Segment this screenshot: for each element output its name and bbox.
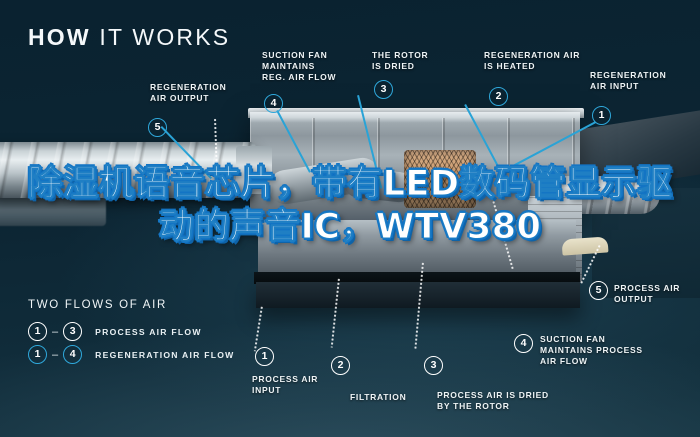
- duct-lower-left: [0, 196, 106, 226]
- marker-3-rotor-is-dried[interactable]: 3: [374, 80, 393, 99]
- callout-process-air-dried-label: PROCESS AIR IS DRIED BY THE ROTOR: [437, 390, 549, 412]
- callout-suction-fan-regeneration-label: SUCTION FAN MAINTAINS REG. AIR FLOW: [262, 50, 337, 83]
- legend-title: TWO FLOWS OF AIR: [28, 299, 168, 311]
- legend-row-process-air-flow: 1 – 3 PROCESS AIR FLOW: [28, 320, 235, 343]
- marker-5-regeneration-air-output[interactable]: 5: [148, 118, 167, 137]
- marker-1-process-air-input[interactable]: 1: [255, 347, 274, 366]
- legend-row-regeneration-air-flow: 1 – 4 REGENERATION AIR FLOW: [28, 343, 235, 366]
- marker-2-filtration[interactable]: 2: [331, 356, 350, 375]
- legend-marker-3-process: 3: [63, 322, 83, 341]
- marker-1-regeneration-air-input[interactable]: 1: [592, 106, 611, 125]
- legend: TWO FLOWS OF AIR 1 – 3 PROCESS AIR FLOW …: [28, 299, 235, 366]
- callout-filtration-label: FILTRATION: [350, 392, 407, 402]
- legend-marker-4-regeneration: 4: [63, 345, 83, 364]
- desiccant-rotor: [404, 150, 476, 208]
- duct-left-connector: [236, 146, 272, 194]
- leader-line-1-process: [253, 305, 263, 352]
- marker-4-suction-fan-regeneration[interactable]: 4: [264, 94, 283, 113]
- callout-regeneration-air-heated-label: REGENERATION AIR IS HEATED: [484, 50, 581, 72]
- marker-3-process-air-dried[interactable]: 3: [424, 356, 443, 375]
- page-title: HOW IT WORKS: [28, 24, 230, 51]
- legend-marker-1-regeneration: 1: [28, 345, 47, 364]
- machine-shadow-band: [254, 272, 580, 284]
- callout-regeneration-air-output-label: REGENERATION AIR OUTPUT: [150, 82, 227, 104]
- callout-suction-fan-process-label: SUCTION FAN MAINTAINS PROCESS AIR FLOW: [540, 334, 643, 367]
- legend-label-process-air-flow: PROCESS AIR FLOW: [95, 326, 202, 337]
- marker-5-process-air-output[interactable]: 5: [589, 281, 608, 300]
- marker-4-suction-fan-process[interactable]: 4: [514, 334, 533, 353]
- overlay-headline: 除湿机语音芯片，带有LED数码管显示驱动的声音IC，WTV380: [27, 164, 673, 248]
- callout-process-air-output-label: PROCESS AIR OUTPUT: [614, 283, 681, 305]
- legend-dash-regeneration: –: [52, 348, 59, 361]
- callout-regeneration-air-input-label: REGENERATION AIR INPUT: [590, 70, 667, 92]
- legend-label-regeneration-air-flow: REGENERATION AIR FLOW: [95, 349, 235, 360]
- callout-rotor-is-dried-label: THE ROTOR IS DRIED: [372, 50, 429, 72]
- page-title-thin: IT WORKS: [99, 24, 231, 50]
- marker-2-regeneration-air-heated[interactable]: 2: [489, 87, 508, 106]
- page-title-bold: HOW: [28, 24, 91, 50]
- callout-process-air-input-label: PROCESS AIR INPUT: [252, 374, 319, 396]
- machine-lower-cabinet: [258, 220, 576, 278]
- legend-marker-1-process: 1: [28, 322, 47, 341]
- legend-dash-process: –: [52, 325, 59, 338]
- duct-spiral-left: [0, 142, 256, 198]
